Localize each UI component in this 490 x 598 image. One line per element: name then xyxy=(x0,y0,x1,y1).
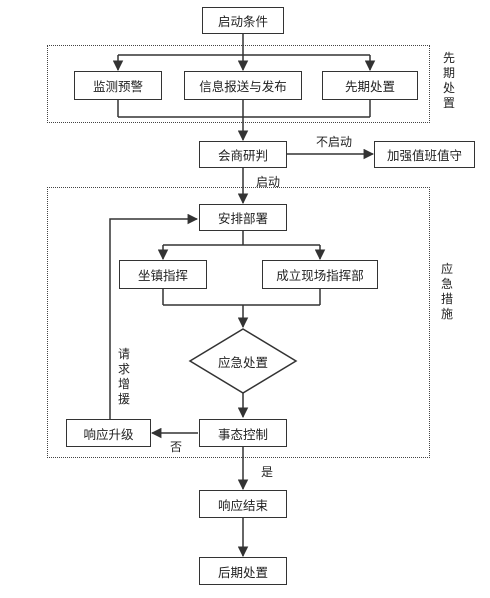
consultation-node: 会商研判 xyxy=(199,141,287,168)
region-label-emergency-measures: 应急措施 xyxy=(440,262,453,321)
field-command-node: 成立现场指挥部 xyxy=(262,260,378,289)
response-upgrade-node: 响应升级 xyxy=(66,419,151,447)
strengthen-duty-node: 加强值班值守 xyxy=(374,141,475,168)
edge-label-start: 启动 xyxy=(256,175,281,189)
emergency-handling-node: 应急处置 xyxy=(217,354,268,370)
emergency-diamond-shape xyxy=(188,328,298,394)
edge-label-yes: 是 xyxy=(261,465,274,479)
sit-in-command-node: 坐镇指挥 xyxy=(119,260,207,289)
monitor-warning-node: 监测预警 xyxy=(74,71,162,100)
region-early-phase xyxy=(47,45,430,123)
response-end-node: 响应结束 xyxy=(199,490,287,518)
start-conditions-node: 启动条件 xyxy=(202,7,284,34)
arrangement-node: 安排部署 xyxy=(199,204,287,231)
early-handling-node: 先期处置 xyxy=(322,71,418,100)
edge-label-request-support: 请求增援 xyxy=(117,347,130,406)
edge-label-no: 否 xyxy=(170,440,183,454)
edge-loop-back xyxy=(109,213,199,419)
info-report-node: 信息报送与发布 xyxy=(184,71,302,100)
situation-control-node: 事态控制 xyxy=(199,419,287,447)
region-label-early-phase: 先期处置 xyxy=(442,51,455,110)
aftermath-node: 后期处置 xyxy=(199,557,287,585)
edge-label-not-start: 不启动 xyxy=(316,135,353,149)
region-emergency-measures xyxy=(47,187,430,458)
